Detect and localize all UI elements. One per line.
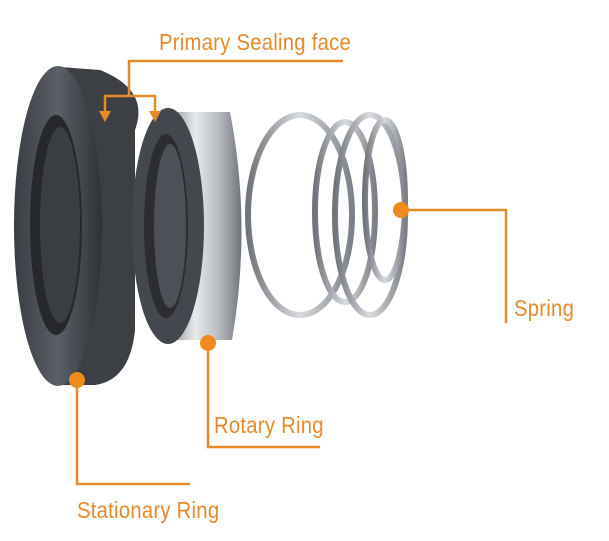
callout-dots — [69, 202, 409, 388]
rotary-ring-graphic — [132, 108, 242, 344]
arrow-down-icon — [149, 111, 161, 122]
spring-dot — [393, 202, 409, 218]
spring-graphic — [245, 112, 408, 318]
label-spring: Spring — [514, 295, 575, 321]
stationary-ring-graphic — [14, 66, 139, 386]
stationary-ring-leader — [75, 380, 190, 486]
arrow-down-icon — [99, 111, 111, 122]
arrowheads — [99, 111, 161, 122]
spring-leader — [401, 208, 508, 323]
rotary-ring-dot — [200, 335, 216, 351]
label-primary-sealing-face: Primary Sealing face — [159, 29, 352, 55]
primary-face-leader — [127, 59, 343, 96]
leader-lines — [75, 59, 508, 486]
label-rotary-ring: Rotary Ring — [214, 412, 324, 438]
label-stationary-ring: Stationary Ring — [77, 497, 220, 523]
rotary-ring-leader — [206, 343, 320, 449]
primary-face-bracket — [103, 94, 157, 116]
stationary-ring-dot — [69, 372, 85, 388]
